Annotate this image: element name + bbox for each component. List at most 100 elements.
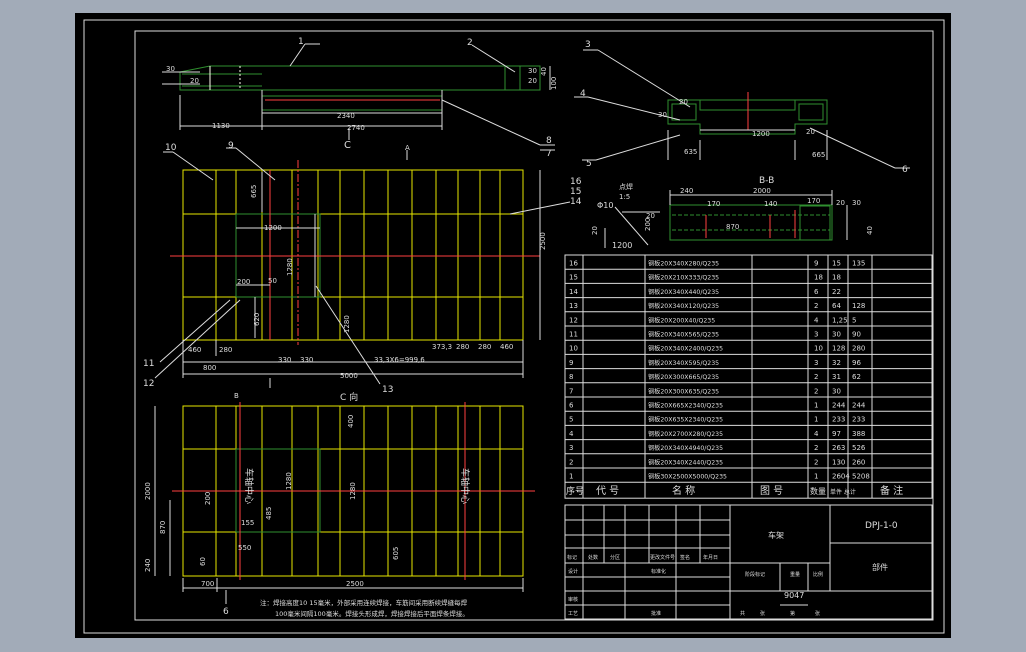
dim-373: 373,3 (432, 343, 452, 351)
bom-cell-unit: 31 (832, 373, 841, 381)
bom-cell-name: 钢板20X340X565/Q235 (648, 331, 719, 339)
bom-cell-total: 62 (852, 373, 861, 381)
bom-cell-total: 96 (852, 359, 861, 367)
tb-date: 年月日 (703, 554, 718, 561)
bom-cell-qty: 9 (814, 260, 818, 268)
bom-cell-total: 233 (852, 416, 865, 424)
phi-label: Φ10 (597, 201, 613, 210)
bom-header-qty: 数量 (810, 486, 826, 496)
bom-cell-name: 钢板20X200X40/Q235 (648, 316, 715, 324)
dim-330: 330 (278, 356, 291, 364)
bom-cell-no: 9 (569, 359, 573, 367)
callout-4: 4 (580, 89, 586, 99)
side-elevation-view (162, 43, 555, 151)
dim-2000: 2000 (144, 482, 152, 500)
bom-cell-name: 钢板20X665X2340/Q235 (648, 402, 723, 410)
bom-cell-no: 6 (569, 402, 574, 410)
bom-cell-qty: 1 (814, 473, 818, 481)
callout-2: 2 (467, 38, 473, 48)
sheet-border (83, 19, 945, 634)
dim-5000: 5000 (340, 372, 358, 380)
dim-1200: 1200 (752, 130, 770, 138)
plan-callouts: 10 9 16 15 14 11 12 13 (143, 141, 582, 395)
bom-cell-no: 14 (569, 288, 578, 296)
callout-5: 5 (586, 159, 592, 169)
dim-170-b: 170 (807, 197, 820, 205)
bom-cell-name: 钢板20X340X440/Q235 (648, 288, 719, 296)
bom-cell-qty: 2 (814, 373, 818, 381)
dim-460: 460 (188, 346, 201, 354)
bom-cell-no: 15 (569, 274, 578, 282)
dim-550: 550 (238, 544, 251, 552)
tb-standard: 标准化 (651, 568, 666, 575)
dim-460-b: 460 (500, 343, 513, 351)
bom-cell-unit: 64 (832, 302, 841, 310)
bom-cell-unit: 1,25 (832, 316, 848, 324)
bom-cell-unit: 244 (832, 402, 846, 410)
dim-700: 700 (201, 580, 214, 588)
tb-process: 工艺 (568, 611, 578, 617)
bom-cell-no: 10 (569, 345, 578, 353)
bom-header-code: 代 号 (596, 485, 619, 497)
bom-cell-qty: 2 (814, 458, 818, 466)
callout-11: 11 (143, 359, 154, 369)
dim-2000: 2000 (753, 187, 771, 195)
section-a-label: A (405, 144, 410, 152)
tb-review: 审核 (568, 596, 578, 603)
dim-2500: 2500 (539, 232, 547, 250)
dim-170: 170 (707, 200, 720, 208)
bom-cell-name: 钢板20X340X280/Q235 (648, 260, 719, 268)
dim-30: 30 (658, 111, 667, 119)
dim-1280-right: 1280 (349, 482, 357, 500)
dim-1130: 1130 (212, 122, 230, 130)
section-b-b-view (604, 190, 848, 248)
bom-header-remarks: 备 注 (880, 484, 903, 497)
bom-cell-total: 135 (852, 260, 865, 268)
callout-14: 14 (570, 197, 582, 207)
bom-cell-name: 钢板20X300X635/Q235 (648, 387, 719, 395)
dim-200: 200 (237, 278, 250, 286)
dim-400: 400 (347, 415, 355, 428)
plan-view (154, 147, 571, 388)
tb-zone: 分区 (610, 554, 620, 561)
view-c-arrow-label: C (344, 140, 351, 151)
callout-10: 10 (165, 143, 177, 153)
bom-cell-qty: 4 (814, 430, 819, 438)
note-line-2: 100毫米间隔100毫米。焊接头形成焊，焊接焊接后平面焊条焊接。 (275, 609, 469, 618)
bom-cell-qty: 10 (814, 345, 823, 353)
bom-cell-no: 4 (569, 430, 574, 438)
dim-665: 665 (250, 185, 258, 198)
bom-header-name: 名 称 (672, 484, 695, 497)
bom-cell-total: 526 (852, 444, 866, 452)
dim-30: 30 (166, 65, 175, 73)
dim-1200: 1200 (264, 224, 282, 232)
bom-cell-name: 钢板20X300X665/Q235 (648, 373, 719, 381)
callout-15: 15 (570, 187, 581, 197)
tb-stage: 阶段标记 (745, 571, 765, 578)
bom-cell-qty: 18 (814, 274, 823, 282)
axle-center-left: 车轴中心 (243, 468, 255, 504)
bom-cell-unit: 233 (832, 416, 845, 424)
bom-header-no: 序号 (566, 485, 584, 497)
dim-2340: 2340 (337, 112, 355, 120)
total-weight: 9047 (784, 591, 804, 600)
dim-605: 605 (392, 547, 400, 560)
tb-approve: 批准 (651, 610, 661, 617)
dim-20-b: 20 (646, 212, 655, 220)
callout-8: 8 (546, 136, 552, 146)
weld-label: 点焊 (619, 182, 633, 191)
bom-cell-unit: 2604 (832, 473, 850, 481)
dim-140: 140 (764, 200, 777, 208)
bom-cell-name: 钢板20X340X2440/Q235 (648, 458, 723, 466)
title-block (564, 504, 933, 620)
tb-of: 第 (790, 610, 795, 617)
dim-1280-right: 1280 (343, 315, 351, 333)
bom-cell-no: 12 (569, 316, 578, 324)
tb-total: 共 (740, 610, 745, 617)
callout-1: 1 (298, 37, 304, 47)
callout-16: 16 (570, 177, 582, 187)
dim-sequence: 33,3X6=999,6 (374, 356, 425, 364)
callout-3: 3 (585, 40, 591, 50)
